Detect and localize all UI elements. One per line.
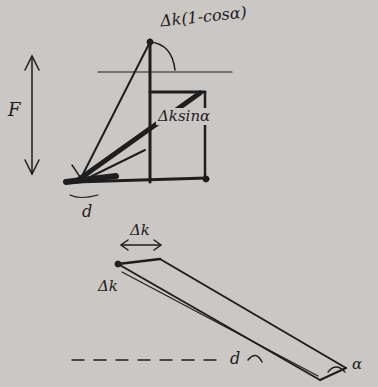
handwritten-label: Δk	[96, 278, 120, 295]
handwritten-label: Δk	[128, 222, 152, 239]
handwritten-label: Δk(1-cosα)	[157, 3, 249, 30]
handwritten-label: F	[6, 100, 23, 120]
handwritten-label: Δksinα	[156, 108, 212, 125]
handwritten-label: d	[228, 350, 242, 368]
handwritten-label: α	[350, 356, 364, 373]
handwritten-label: d	[80, 203, 94, 221]
